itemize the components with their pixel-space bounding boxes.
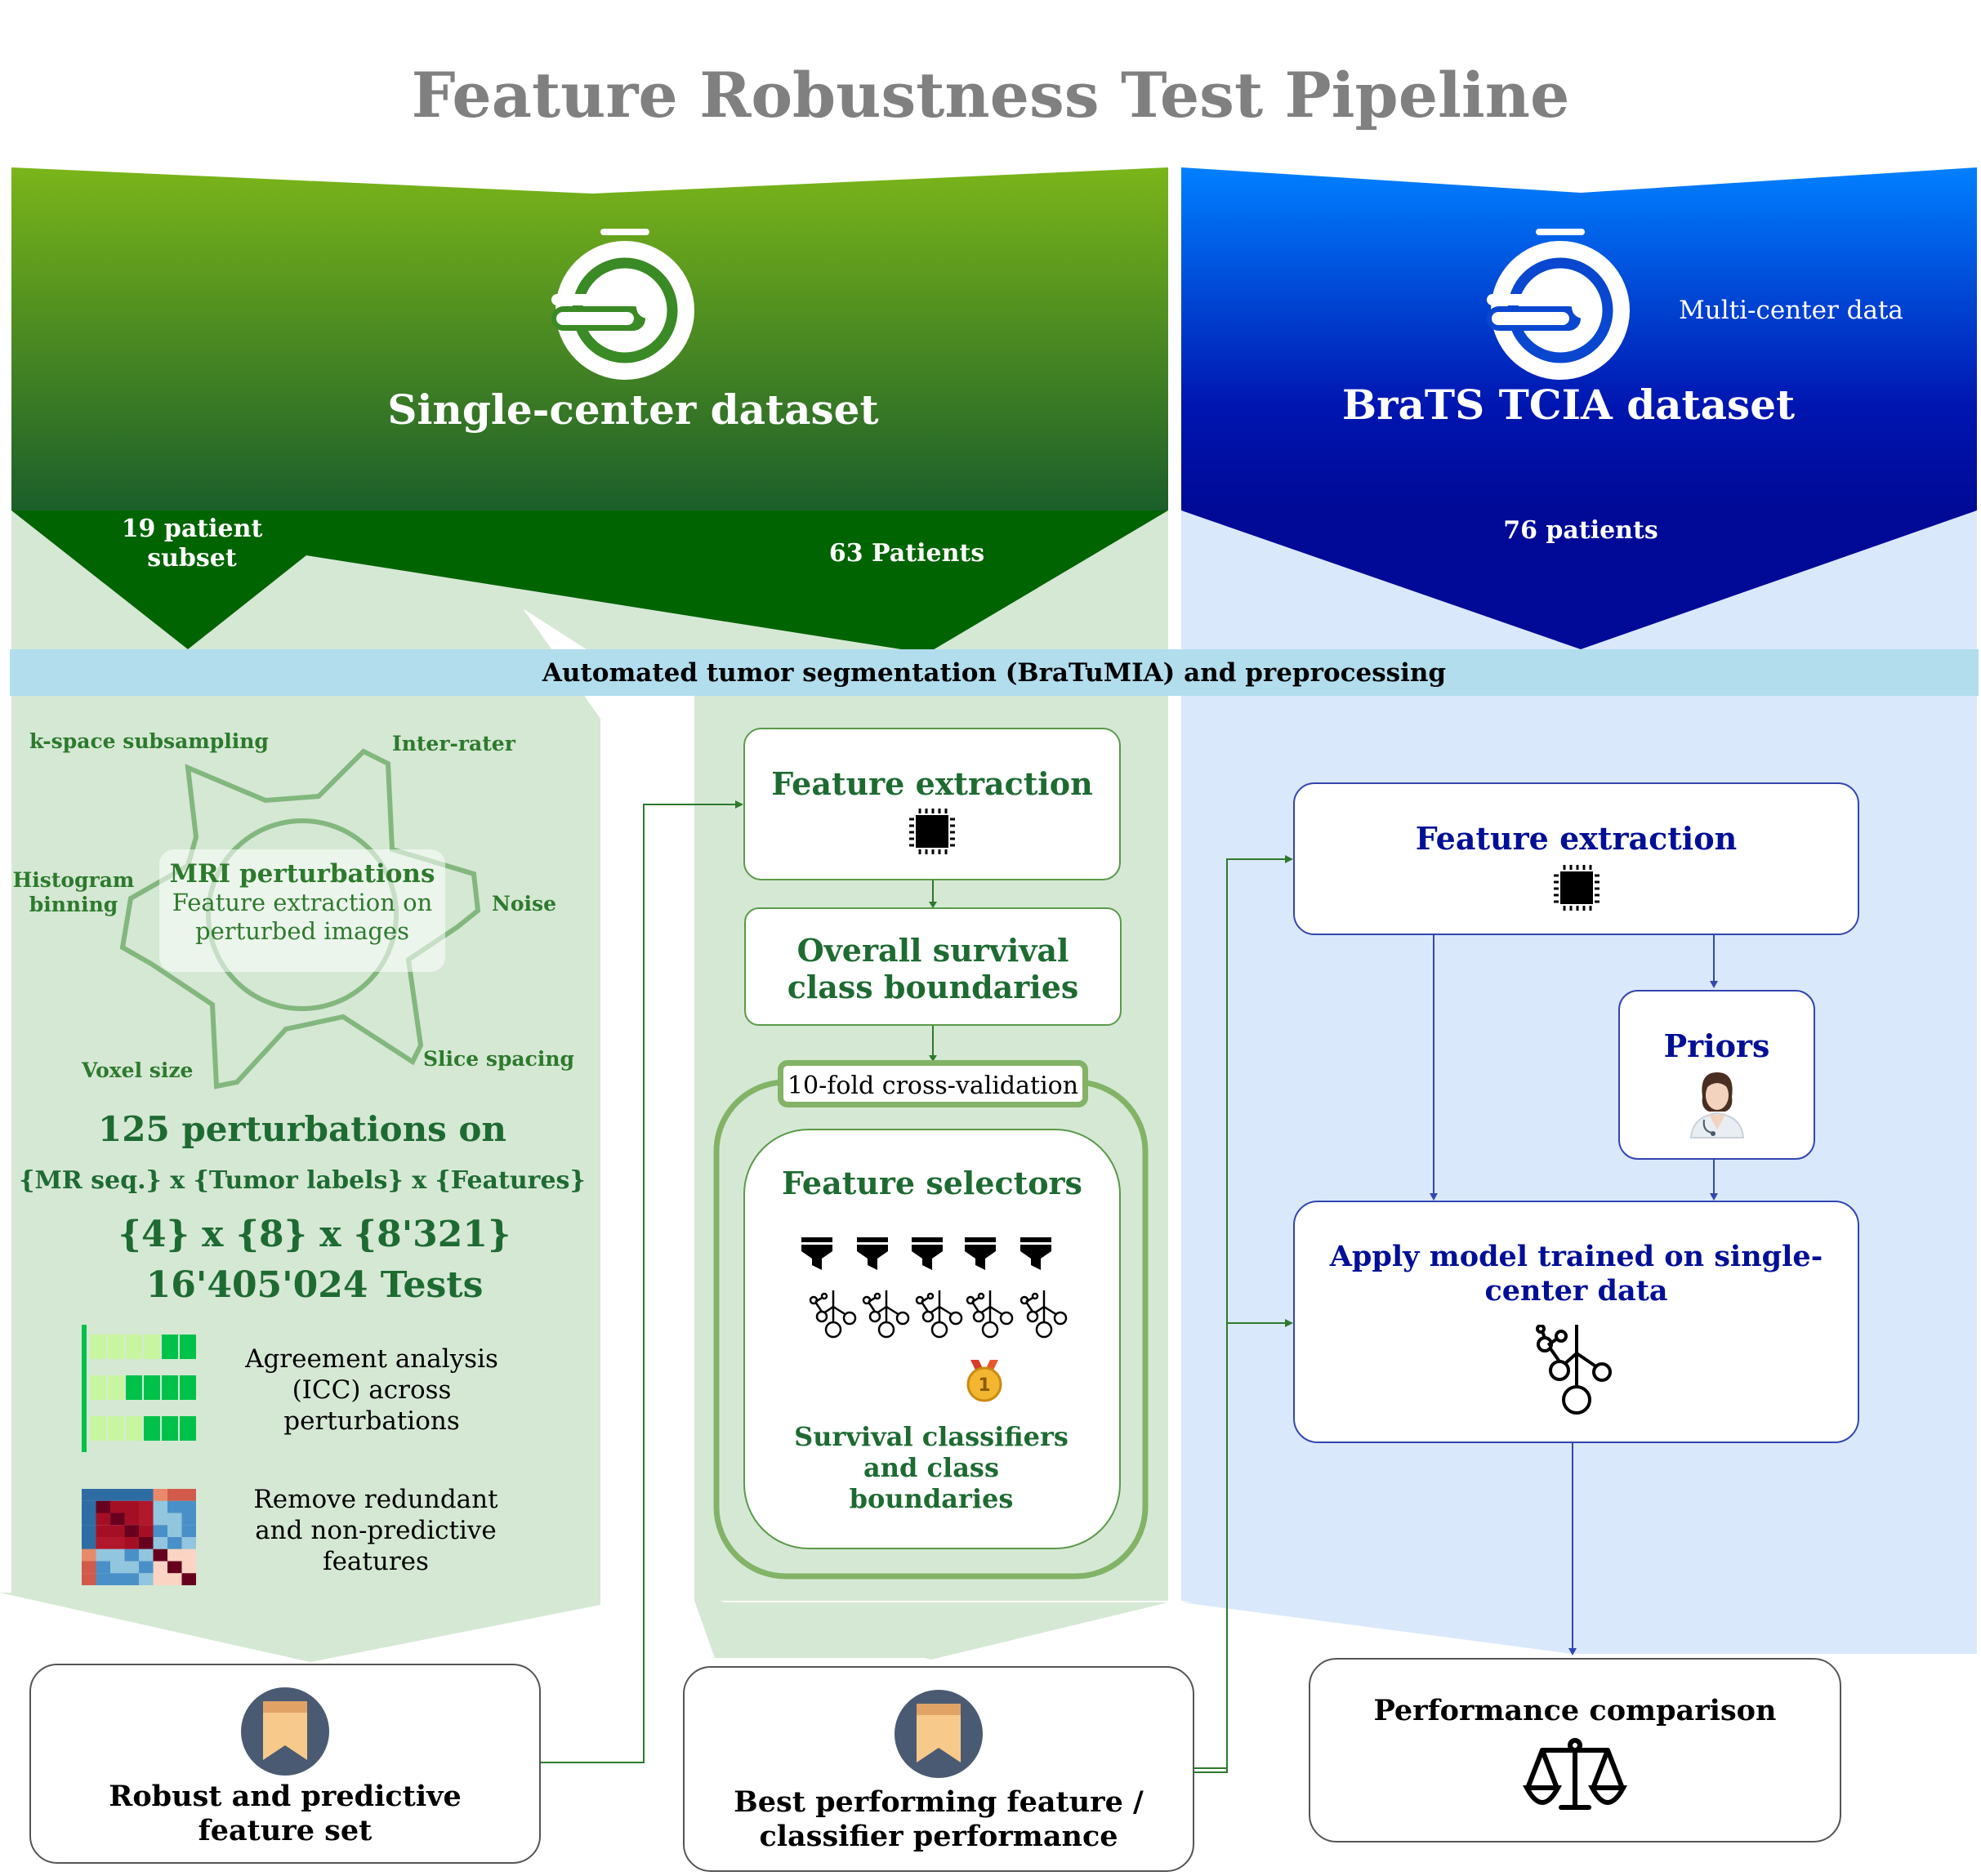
funnel-icon [801, 1237, 832, 1270]
mid-right-gap [1169, 696, 1181, 1602]
dendrogram-icon [809, 1290, 857, 1339]
single-center-title: Single-center dataset [387, 385, 879, 434]
brats-patients-label: 76 patients [1503, 516, 1658, 545]
survival-boundaries-label: Overall survival class boundaries [787, 932, 1079, 1005]
performance-comparison-box: Performance comparison [1309, 1658, 1841, 1843]
funnel-icon [857, 1237, 888, 1270]
robust-feature-set-box: Robust and predictive feature set [29, 1664, 541, 1864]
perturbation-interrater: Inter-rater [392, 732, 515, 755]
subset-arrow [11, 510, 310, 649]
segmentation-bar: Automated tumor segmentation (BraTuMIA) … [542, 658, 1447, 688]
cv-label: 10-fold cross-validation [787, 1072, 1079, 1100]
perturbation-histogram: Histogram binning [12, 868, 135, 916]
perturbation-count: 125 perturbations on [98, 1109, 506, 1149]
feature-selectors-title: Feature selectors [782, 1165, 1082, 1201]
subset-label: 19 patient subset [121, 515, 263, 573]
middle-feature-extraction-label: Feature extraction [771, 765, 1093, 802]
priors-box: Priors [1618, 990, 1815, 1160]
svg-text:1: 1 [978, 1375, 990, 1396]
remove-redundant-text: Remove redundant and non-predictive feat… [253, 1485, 498, 1576]
robust-feature-set-label: Robust and predictive feature set [109, 1780, 462, 1847]
multi-center-note: Multi-center data [1679, 296, 1903, 325]
performance-comparison-label: Performance comparison [1373, 1694, 1777, 1727]
dendrogram-icon [1020, 1290, 1068, 1339]
scale-icon [1523, 1738, 1627, 1810]
dendrogram-icon [966, 1290, 1014, 1339]
brats-title: BraTS TCIA dataset [1341, 381, 1796, 429]
perturbation-noise: Noise [492, 892, 557, 916]
best-performing-label: Best performing feature / classifier per… [734, 1785, 1144, 1853]
left-chevron [0, 1593, 600, 1662]
survival-boundaries-box: Overall survival class boundaries [744, 907, 1122, 1026]
mri-scanner-icon [1487, 229, 1630, 380]
brats-arrow [1181, 510, 1977, 649]
best-performing-box: Best performing feature / classifier per… [683, 1666, 1194, 1872]
mid-chevron [694, 1602, 1168, 1660]
bookmark-icon [241, 1687, 329, 1776]
right-feature-extraction-box: Feature extraction [1293, 782, 1859, 935]
page-title: Feature Robustness Test Pipeline [411, 59, 1570, 131]
patients-arrow [306, 510, 1168, 653]
perturbation-sets: {MR seq.} x {Tumor labels} x {Features} [19, 1166, 586, 1195]
dendrogram-icon [1535, 1324, 1612, 1415]
connectors [541, 800, 1718, 1773]
funnel-icon [1020, 1237, 1051, 1270]
segmentation-bar-bg [10, 649, 1979, 696]
perturbation-kspace: k-space subsampling [29, 729, 269, 753]
mri-scanner-icon [551, 229, 694, 380]
chip-icon [909, 809, 955, 854]
mri-perturbations-sub: Feature extraction on perturbed images [172, 889, 433, 945]
apply-model-label: Apply model trained on single-center dat… [1329, 1240, 1823, 1308]
perturbation-slice: Slice spacing [423, 1047, 575, 1071]
apply-model-box: Apply model trained on single-center dat… [1293, 1201, 1859, 1443]
icc-bars-icon [82, 1325, 196, 1452]
perturbation-tests: 16'405'024 Tests [145, 1264, 484, 1306]
feature-selectors-box: Feature selectors [743, 1129, 1121, 1549]
selectors-icons: 1 [801, 1237, 1068, 1402]
funnel-icon [965, 1237, 996, 1270]
bookmark-icon [895, 1690, 983, 1778]
perturbation-dims: {4} x {8} x {8'321} [118, 1214, 511, 1255]
middle-feature-extraction-box: Feature extraction [743, 728, 1121, 880]
right-feature-extraction-label: Feature extraction [1415, 820, 1738, 857]
priors-label: Priors [1663, 1027, 1770, 1064]
dendrogram-icon [862, 1290, 910, 1339]
doctor-icon [1689, 1072, 1744, 1139]
dendrogram-icon [915, 1290, 963, 1339]
cv-label-box: 10-fold cross-validation [778, 1060, 1088, 1107]
medal-icon: 1 [966, 1360, 1002, 1402]
chip-icon [1553, 865, 1600, 911]
funnel-icon [912, 1237, 943, 1270]
mri-perturbations-title: MRI perturbations [169, 859, 435, 889]
perturbation-voxel: Voxel size [82, 1058, 194, 1082]
right-chevron [1181, 1602, 1977, 1654]
mri-perturbations-box: MRI perturbations Feature extraction on … [159, 849, 445, 972]
patients-label: 63 Patients [828, 539, 985, 568]
agreement-text: Agreement analysis (ICC) across perturba… [245, 1344, 498, 1436]
survival-classifiers-text: Survival classifiers and class boundarie… [794, 1421, 1069, 1514]
left-mid-gap [600, 696, 694, 1602]
heatmap-icon [82, 1489, 196, 1585]
